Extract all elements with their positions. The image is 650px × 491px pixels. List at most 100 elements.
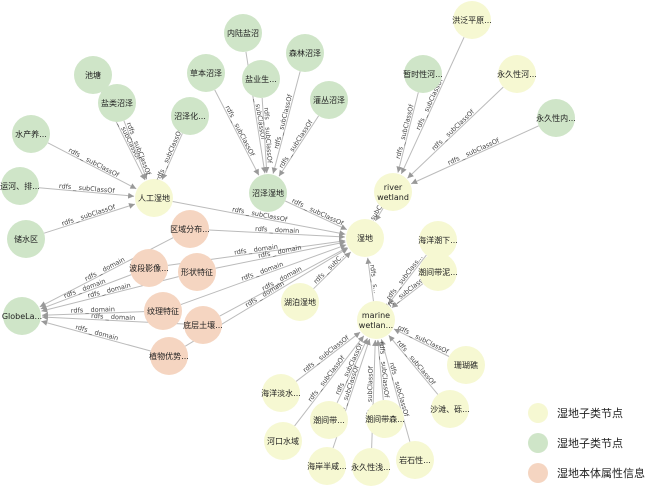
node-circle [224, 14, 262, 52]
node-circle [249, 174, 287, 212]
node-label: 岩石性... [399, 455, 431, 465]
graph-node-neilu[interactable]: 内陆盐沼 [224, 14, 262, 52]
node-label: 海岸半咸... [307, 461, 347, 471]
graph-node-chaojiansen[interactable]: 潮间带森... [365, 400, 405, 438]
edge-label: rdfs _ subClassOf [290, 197, 345, 228]
graph-node-zhiwu[interactable]: 植物优势... [149, 337, 189, 375]
graph-node-haian[interactable]: 海岸半咸... [307, 447, 347, 485]
node-label: 沼泽湿地 [252, 188, 284, 198]
graph-node-yunhe[interactable]: 运河、排... [0, 167, 40, 205]
graph-node-shatan[interactable]: 沙滩、砾... [430, 390, 470, 428]
graph-node-hongfan[interactable]: 洪泛平原... [452, 1, 492, 39]
graph-node-yanshi[interactable]: 岩石性... [396, 441, 434, 479]
edge-line [295, 331, 361, 382]
graph-node-chitang[interactable]: 池塘 [74, 56, 112, 94]
node-circle [187, 54, 225, 92]
graph-node-guancong[interactable]: 灌丛沼泽 [310, 81, 348, 119]
edge-label: rdfs _ subClassOf [125, 121, 153, 177]
edge-line [208, 229, 346, 240]
edge-line [388, 335, 439, 395]
node-circle [419, 221, 457, 259]
node-circle [431, 390, 469, 428]
legend: 湿地子类节点 湿地子类节点 湿地本体属性信息 [528, 398, 646, 488]
node-circle [262, 374, 300, 412]
graph-node-boduan[interactable]: 波段影像... [129, 249, 169, 287]
graph-node-chushui[interactable]: 储水区 [7, 220, 45, 258]
edge-label: rdfs _ subClassOf [378, 341, 391, 398]
node-label: 永久性浅... [351, 462, 391, 472]
edge-line [38, 187, 135, 199]
graph-node-shanhu[interactable]: 珊瑚礁 [447, 346, 485, 384]
node-label: 暂时性河... [403, 69, 443, 79]
graph-node-yongjiunei[interactable]: 永久性内... [536, 99, 576, 137]
graph-node-globe[interactable]: GlobeLa... [2, 297, 42, 335]
edge-line [40, 274, 132, 310]
node-label: marine [362, 311, 390, 320]
edge-label: rdfs _ subClassOf [446, 136, 501, 167]
node-circle [144, 292, 182, 330]
graph-node-dicheng[interactable]: 底层土壤... [183, 306, 223, 344]
edge-line [161, 133, 183, 180]
graph-node-caoben[interactable]: 草本沼泽 [187, 54, 225, 92]
legend-swatch-yellow-icon [528, 403, 548, 423]
node-circle [264, 422, 302, 460]
graph-node-haiyangdan[interactable]: 海洋淡水... [261, 374, 301, 412]
edge-label: rdfs _ subClassOf [262, 107, 273, 164]
edge-line [393, 328, 450, 357]
graph-node-shidi[interactable]: 湿地 [346, 219, 384, 257]
node-label: 草本沼泽 [190, 68, 222, 78]
edge-line [380, 339, 411, 442]
edge-line [411, 125, 539, 185]
graph-node-zhaoze[interactable]: 沼泽湿地 [249, 174, 287, 212]
legend-item: 湿地本体属性信息 [528, 458, 646, 488]
node-label: 内陆盐沼 [227, 28, 259, 38]
graph-node-rengong[interactable]: 人工湿地 [135, 179, 173, 217]
node-label: 珊瑚礁 [454, 360, 478, 370]
node-circle [286, 34, 324, 72]
edge-line [261, 97, 270, 174]
edge-line [313, 251, 352, 290]
graph-node-chaojiandai[interactable]: 潮间带... [310, 401, 348, 439]
node-circle [242, 60, 280, 98]
edge-line [172, 201, 346, 237]
graph-node-quyu[interactable]: 区域分布... [170, 210, 210, 248]
graph-node-xingzhuang[interactable]: 形状特征 [178, 253, 216, 291]
node-circle [366, 400, 404, 438]
node-label: 潮间带森... [365, 414, 405, 424]
node-label: 水产养... [15, 129, 47, 139]
graph-node-hekou[interactable]: 河口水域 [264, 422, 302, 460]
graph-node-yansheng[interactable]: 盐业生... [242, 60, 280, 98]
node-label: 森林沼泽 [289, 48, 321, 58]
node-circle [453, 1, 491, 39]
edge-label: rdfs _ domain [255, 225, 299, 235]
graph-node-haiyangqian[interactable]: 海洋潮下... [418, 221, 458, 259]
node-circle [310, 401, 348, 439]
edge-line [41, 311, 145, 319]
node-label: wetlan... [359, 321, 393, 330]
graph-node-yongjiuqian[interactable]: 永久性浅... [351, 448, 391, 486]
edge-label: rdfs _ domain [71, 305, 115, 315]
graph-node-zhaozehua[interactable]: 沼泽化... [171, 97, 209, 135]
graph-node-marine[interactable]: marinewetlan... [357, 301, 395, 339]
edge-line [278, 115, 319, 177]
node-circle [310, 81, 348, 119]
graph-node-yanlei[interactable]: 盐类沼泽 [98, 84, 136, 122]
graph-node-wenli[interactable]: 纹理特征 [144, 292, 182, 330]
node-label: 潮间带泥... [418, 267, 458, 277]
graph-node-hupo[interactable]: 湖泊湿地 [281, 283, 319, 321]
node-circle [396, 441, 434, 479]
node-label: 人工湿地 [138, 193, 170, 203]
edge-line [396, 92, 419, 173]
edge-line [375, 339, 384, 401]
node-label: 储水区 [14, 234, 38, 244]
graph-node-shuichan[interactable]: 水产养... [12, 115, 50, 153]
graph-node-yongjiuhe[interactable]: 永久性河... [497, 55, 537, 93]
graph-node-senlin[interactable]: 森林沼泽 [286, 34, 324, 72]
legend-swatch-orange-icon [528, 463, 548, 483]
graph-node-zanshi[interactable]: 暂时性河... [403, 55, 443, 93]
node-label: 永久性河... [497, 69, 537, 79]
legend-label: 湿地子类节点 [557, 407, 623, 420]
graph-node-chaojianni[interactable]: 潮间带泥... [418, 253, 458, 291]
edge-line [391, 283, 424, 309]
